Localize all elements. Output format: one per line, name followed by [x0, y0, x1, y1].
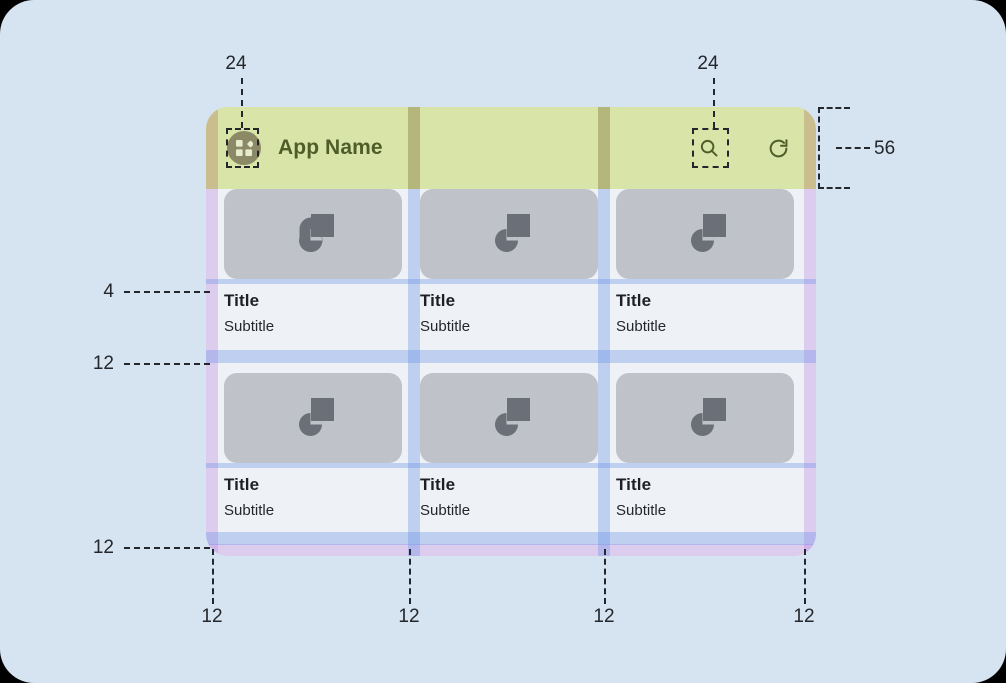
annotation-title-gap-leader [124, 291, 210, 293]
card-title: Title [616, 291, 652, 310]
annotation-bottom-value-4: 12 [793, 606, 815, 627]
card-row: Title Subtitle Title Subtitle [206, 189, 816, 361]
card-title: Title [616, 475, 652, 494]
card-thumbnail [420, 189, 598, 279]
card-thumbnail [616, 373, 794, 463]
card[interactable]: Title Subtitle [224, 189, 402, 361]
annotation-bottom-value-1: 12 [201, 606, 223, 627]
annotation-bottom-leader-3 [604, 549, 606, 604]
card-subtitle: Subtitle [224, 502, 275, 519]
card-title: Title [224, 475, 260, 494]
image-placeholder-icon [691, 398, 726, 436]
annotation-top-right-leader [713, 78, 715, 128]
card-thumbnail [616, 189, 794, 279]
card-subtitle: Subtitle [616, 502, 667, 519]
card-thumbnail [224, 373, 402, 463]
app-grid-logo-icon [227, 131, 261, 165]
card-grid: Title Subtitle Title Subtitle [206, 189, 816, 556]
annotation-appbar-bracket [818, 107, 850, 189]
image-placeholder-icon [299, 214, 334, 252]
image-placeholder-icon [495, 214, 530, 252]
annotation-bottom-leader-1 [212, 549, 214, 604]
card-title: Title [420, 291, 456, 310]
app-mockup: App Name [206, 107, 816, 556]
refresh-button[interactable] [762, 132, 794, 164]
annotation-appbar-height-value: 56 [874, 138, 896, 159]
annotation-logo-touch-box [226, 128, 259, 168]
card-row: Title Subtitle Title Subtitle [206, 373, 816, 545]
card-thumbnail [224, 189, 402, 279]
card-subtitle: Subtitle [420, 318, 471, 335]
card[interactable]: Title Subtitle [420, 373, 598, 545]
annotation-row-gap-value: 12 [92, 353, 114, 374]
card-subtitle: Subtitle [420, 502, 471, 519]
search-icon [700, 139, 718, 157]
card-thumbnail [420, 373, 598, 463]
annotation-top-left-value: 24 [225, 53, 247, 74]
refresh-icon [769, 138, 787, 157]
annotation-search-touch-box [692, 128, 729, 168]
annotation-title-gap-value: 4 [103, 281, 114, 302]
annotation-top-left-leader [241, 78, 243, 128]
annotation-appbar-leader [836, 147, 870, 149]
card-subtitle: Subtitle [616, 318, 667, 335]
image-placeholder-icon [495, 398, 530, 436]
annotation-top-right-value: 24 [697, 53, 719, 74]
annotation-bottom-value-2: 12 [398, 606, 420, 627]
annotation-bottom-leader-4 [804, 549, 806, 604]
annotation-bottom-margin-value: 12 [92, 537, 114, 558]
app-logo[interactable] [224, 128, 264, 168]
card-subtitle: Subtitle [224, 318, 275, 335]
image-placeholder-icon [299, 398, 334, 436]
image-placeholder-icon [691, 214, 726, 252]
card[interactable]: Title Subtitle [616, 189, 794, 361]
annotation-bottom-value-3: 12 [593, 606, 615, 627]
annotation-bottom-leader-2 [409, 549, 411, 604]
search-button[interactable] [693, 132, 725, 164]
annotation-bottom-margin-leader [124, 547, 210, 549]
card-title: Title [420, 475, 456, 494]
card-title: Title [224, 291, 260, 310]
card[interactable]: Title Subtitle [224, 373, 402, 545]
card[interactable]: Title Subtitle [420, 189, 598, 361]
app-title: App Name [278, 136, 383, 159]
card[interactable]: Title Subtitle [616, 373, 794, 545]
annotation-row-gap-leader [124, 363, 210, 365]
